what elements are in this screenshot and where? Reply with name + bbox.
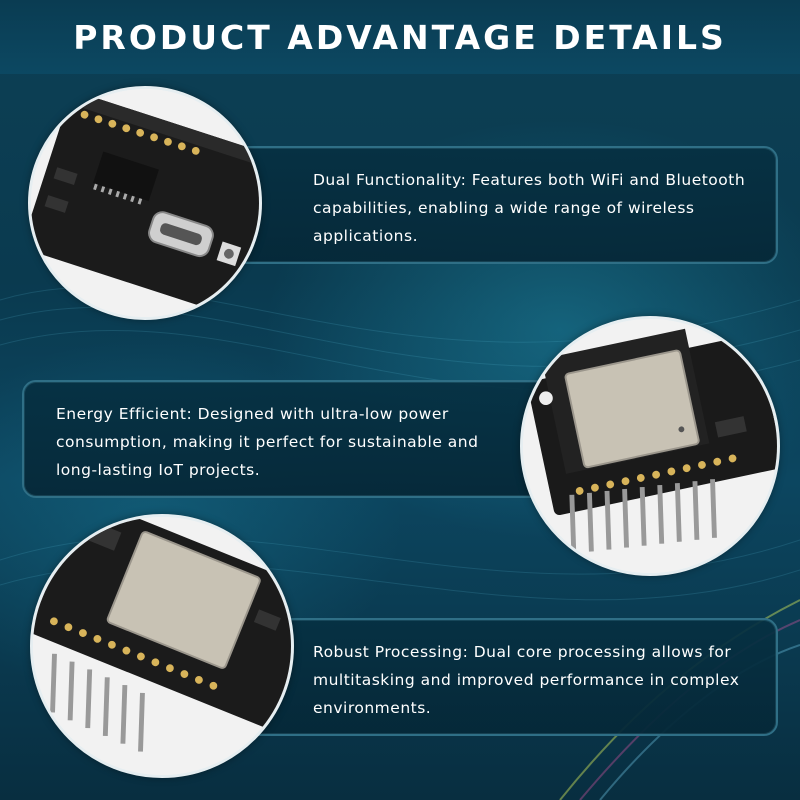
wifi-module-illustration xyxy=(523,319,777,573)
usb-c-board-illustration xyxy=(31,89,259,317)
page-title: PRODUCT ADVANTAGE DETAILS xyxy=(73,17,727,57)
dev-board-pins-illustration xyxy=(33,517,291,775)
feature-panel-energy-efficient: Energy Efficient: Designed with ultra-lo… xyxy=(22,380,612,498)
feature-text: Robust Processing: Dual core processing … xyxy=(313,643,740,717)
feature-text: Dual Functionality: Features both WiFi a… xyxy=(313,171,746,245)
feature-panel-robust-processing: Robust Processing: Dual core processing … xyxy=(225,618,778,736)
feature-text: Energy Efficient: Designed with ultra-lo… xyxy=(56,405,479,479)
header-bar: PRODUCT ADVANTAGE DETAILS xyxy=(0,0,800,74)
wifi-module-closeup-image xyxy=(520,316,780,576)
dev-board-pins-closeup-image xyxy=(30,514,294,778)
feature-panel-dual-functionality: Dual Functionality: Features both WiFi a… xyxy=(225,146,778,264)
usb-c-board-closeup-image xyxy=(28,86,262,320)
